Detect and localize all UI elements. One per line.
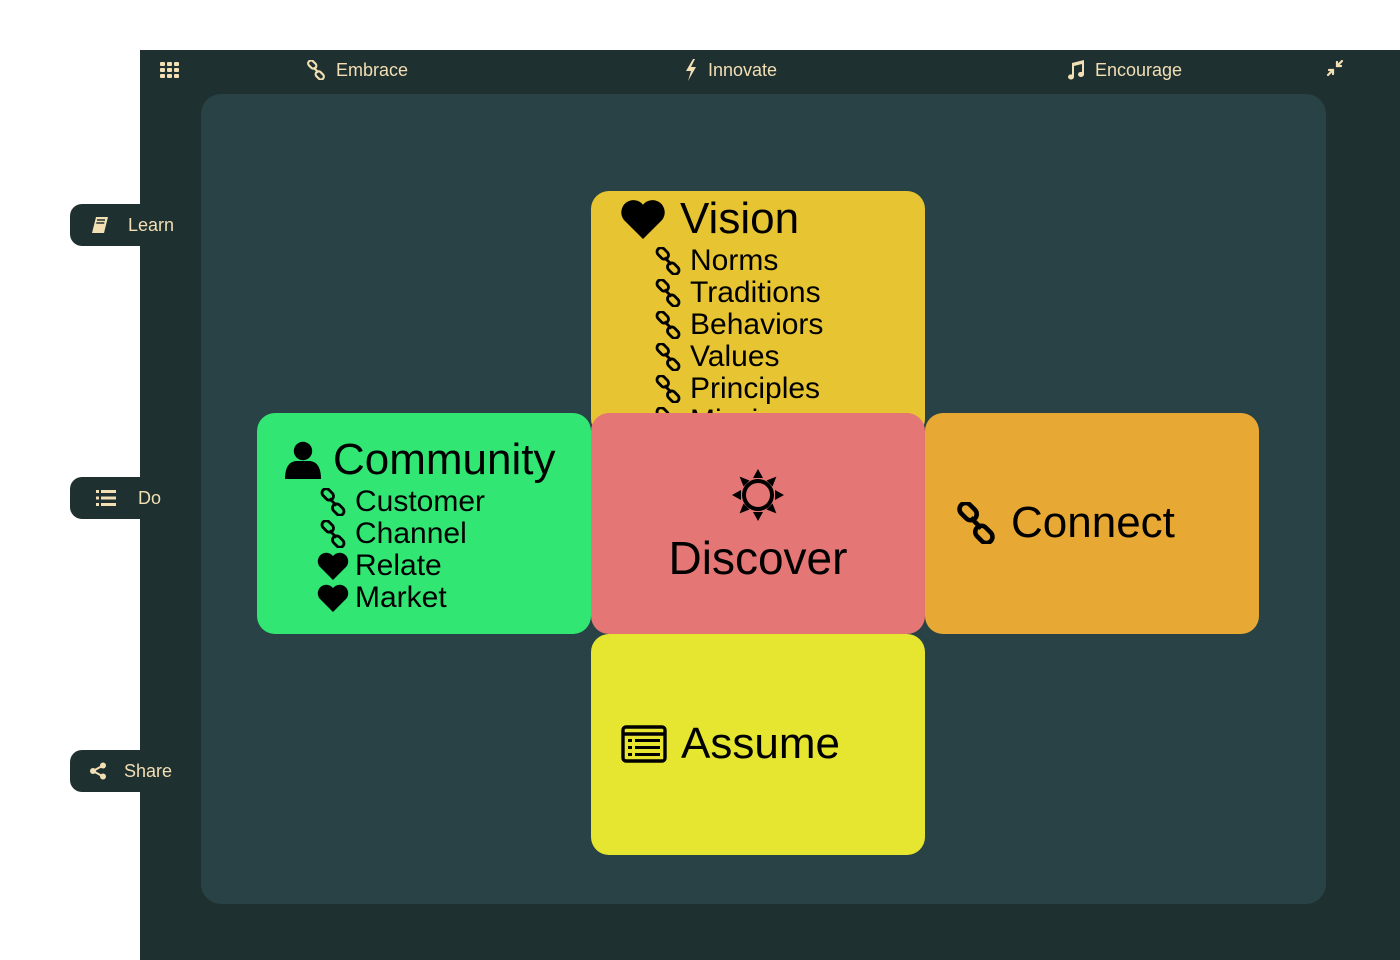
connect-card-header: Connect: [955, 501, 1175, 545]
list-item-label: Channel: [355, 517, 467, 550]
connect-card[interactable]: Connect: [925, 413, 1259, 634]
list-item-label: Customer: [355, 485, 486, 518]
connect-card-title: Connect: [1011, 498, 1175, 547]
link-icon: [652, 311, 684, 339]
sidebar-tab-do[interactable]: Do: [70, 477, 201, 519]
list-icon: [96, 490, 116, 506]
vision-item-list: Norms Traditions Behaviors Values Princi…: [652, 244, 824, 437]
assume-card-header: Assume: [621, 722, 840, 766]
link-icon: [955, 502, 997, 544]
link-icon: [652, 279, 684, 307]
sidebar-tab-share-label: Share: [124, 760, 173, 781]
grid-menu-button[interactable]: [160, 58, 190, 82]
collapse-icon: [1326, 59, 1344, 77]
discover-card-title: Discover: [668, 532, 848, 584]
list-alt-icon: [621, 725, 667, 763]
grid-icon: [160, 62, 180, 78]
sidebar-tab-do-label: Do: [138, 487, 162, 508]
sidebar-tab-learn[interactable]: Learn: [70, 204, 201, 246]
sidebar-tab-share[interactable]: Share: [70, 750, 201, 792]
list-item[interactable]: Relate: [317, 549, 485, 582]
heart-icon: [317, 584, 349, 612]
link-icon: [306, 60, 326, 80]
list-item-label: Market: [355, 581, 447, 614]
community-card[interactable]: Community Customer Channel Relate Market: [257, 413, 591, 634]
heart-icon: [317, 552, 349, 580]
nav-innovate[interactable]: Innovate: [684, 58, 777, 82]
heart-icon: [620, 199, 666, 239]
list-item-label: Traditions: [690, 276, 821, 309]
discover-card[interactable]: Discover: [591, 413, 925, 634]
nav-innovate-label: Innovate: [708, 59, 778, 80]
nav-embrace[interactable]: Embrace: [306, 58, 408, 82]
list-item[interactable]: Channel: [317, 517, 485, 550]
community-item-list: Customer Channel Relate Market: [317, 485, 486, 614]
list-item[interactable]: Traditions: [652, 276, 823, 309]
vision-card-header: Vision: [620, 197, 799, 241]
list-item-label: Behaviors: [690, 308, 824, 341]
link-icon: [652, 247, 684, 275]
vision-card-title: Vision: [680, 194, 800, 243]
link-icon: [317, 488, 349, 516]
vision-card[interactable]: Vision Norms Traditions Behaviors Values…: [591, 191, 925, 437]
music-icon: [1065, 60, 1085, 80]
list-item-label: Norms: [690, 244, 779, 277]
book-icon: [90, 216, 110, 234]
community-card-header: Community: [285, 438, 556, 482]
list-item[interactable]: Customer: [317, 485, 486, 518]
list-item-label: Values: [690, 340, 780, 373]
sun-icon: [732, 469, 784, 526]
user-icon: [285, 441, 321, 479]
link-icon: [652, 343, 684, 371]
list-item[interactable]: Values: [652, 340, 823, 373]
list-item[interactable]: Principles: [652, 372, 823, 405]
list-item-label: Principles: [690, 372, 821, 405]
link-icon: [652, 375, 684, 403]
list-item-label: Relate: [355, 549, 442, 582]
bolt-icon: [684, 59, 698, 81]
share-icon: [88, 762, 108, 780]
nav-embrace-label: Embrace: [336, 59, 409, 80]
community-card-title: Community: [333, 435, 556, 484]
nav-encourage[interactable]: Encourage: [1065, 58, 1182, 82]
nav-encourage-label: Encourage: [1095, 59, 1183, 80]
collapse-button[interactable]: [1326, 56, 1354, 80]
list-item[interactable]: Behaviors: [652, 308, 824, 341]
assume-card-title: Assume: [681, 719, 840, 768]
list-item[interactable]: Market: [317, 581, 485, 614]
list-item[interactable]: Norms: [652, 244, 823, 277]
sidebar-tab-learn-label: Learn: [128, 214, 175, 235]
link-icon: [317, 520, 349, 548]
assume-card[interactable]: Assume: [591, 634, 925, 855]
